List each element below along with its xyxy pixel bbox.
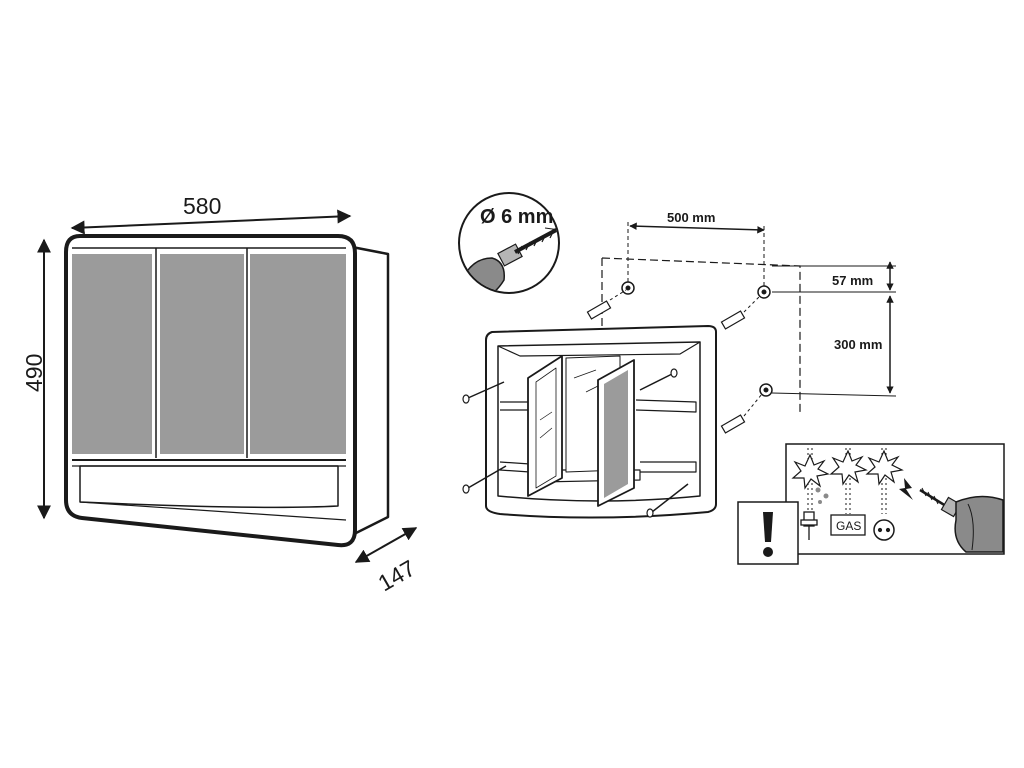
cabinet-isometric	[485, 325, 717, 519]
vertical-spacing-label: 300 mm	[834, 337, 882, 352]
width-dimension: 580	[70, 193, 352, 235]
hole-spacing-label: 500 mm	[667, 210, 715, 225]
warning-panel: GAS	[737, 443, 1005, 565]
electric-socket-icon	[873, 519, 895, 541]
height-dimension: 490	[21, 238, 51, 520]
mirror-door-center	[160, 254, 244, 454]
depth-dimension: 147	[354, 527, 420, 597]
screw-top-right	[639, 368, 678, 391]
dowel-bottom-right	[720, 393, 763, 434]
wall-holes	[621, 281, 773, 397]
mirror-door-right	[250, 254, 346, 454]
hazard-burst-electric	[865, 449, 904, 486]
screw-top-left	[462, 381, 505, 404]
drill-diameter-label: Ø 6 mm	[480, 206, 553, 228]
dowel-top-right	[720, 295, 761, 330]
water-drops-icon	[815, 487, 829, 504]
hole-spacing-dimension: 500 mm	[627, 210, 765, 296]
open-shelf	[79, 465, 339, 509]
hazard-burst-gas	[829, 449, 868, 486]
wall-hole-top-left	[621, 281, 635, 295]
power-drill-icon	[919, 487, 1004, 553]
front-view-cabinet	[64, 234, 390, 548]
drill-bit-detail: Ø 6 mm	[458, 192, 560, 294]
vertical-dimensions	[771, 261, 897, 397]
screws	[462, 289, 763, 518]
cabinet-door-left-open	[527, 355, 563, 497]
screw-bottom-right	[646, 483, 689, 518]
wall-hole-top-right	[757, 285, 771, 299]
depth-label: 147	[374, 555, 420, 597]
dowel-top-left	[586, 289, 627, 320]
water-tap-icon	[800, 511, 818, 540]
mirror-door-left	[72, 254, 152, 454]
hazard-burst-water	[791, 453, 830, 490]
gas-label: GAS	[836, 519, 861, 533]
lightning-icon	[899, 478, 913, 500]
width-label: 580	[183, 193, 221, 219]
screw-bottom-left	[462, 465, 507, 494]
gas-icon: GAS	[830, 514, 866, 536]
top-offset-label: 57 mm	[832, 273, 873, 288]
wall-hole-bottom-right	[759, 383, 773, 397]
height-label: 490	[21, 354, 47, 392]
warning-exclamation-icon	[737, 501, 799, 565]
